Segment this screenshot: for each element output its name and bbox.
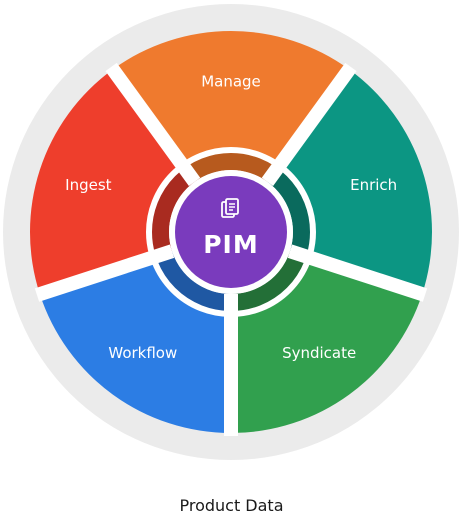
inner-arc-ingest	[148, 165, 195, 258]
segment-divider	[261, 62, 357, 186]
inner-white-band	[146, 147, 316, 317]
inner-ring-layer	[148, 150, 313, 314]
segment-label-workflow: Workflow	[108, 344, 177, 362]
segment-label-syndicate: Syndicate	[282, 344, 356, 362]
diagram-caption: Product Data	[179, 496, 284, 515]
segment-enrich	[279, 69, 432, 295]
segment-manage	[112, 30, 350, 166]
document-copy-icon	[221, 198, 239, 218]
pim-label: PIM	[203, 230, 259, 259]
segment-dividers	[34, 62, 428, 436]
segment-divider	[34, 244, 175, 302]
segment-divider	[287, 244, 428, 302]
segment-ingest	[29, 69, 183, 295]
inner-arc-enrich	[267, 165, 313, 258]
inner-arc-manage	[182, 150, 280, 182]
pim-center-circle	[175, 176, 287, 288]
inner-arc-workflow	[153, 251, 231, 314]
inner-arc-syndicate	[231, 251, 309, 314]
segment-label-enrich: Enrich	[350, 176, 397, 194]
segment-label-manage: Manage	[201, 73, 261, 91]
segment-label-ingest: Ingest	[65, 176, 111, 194]
segment-divider	[105, 62, 201, 186]
